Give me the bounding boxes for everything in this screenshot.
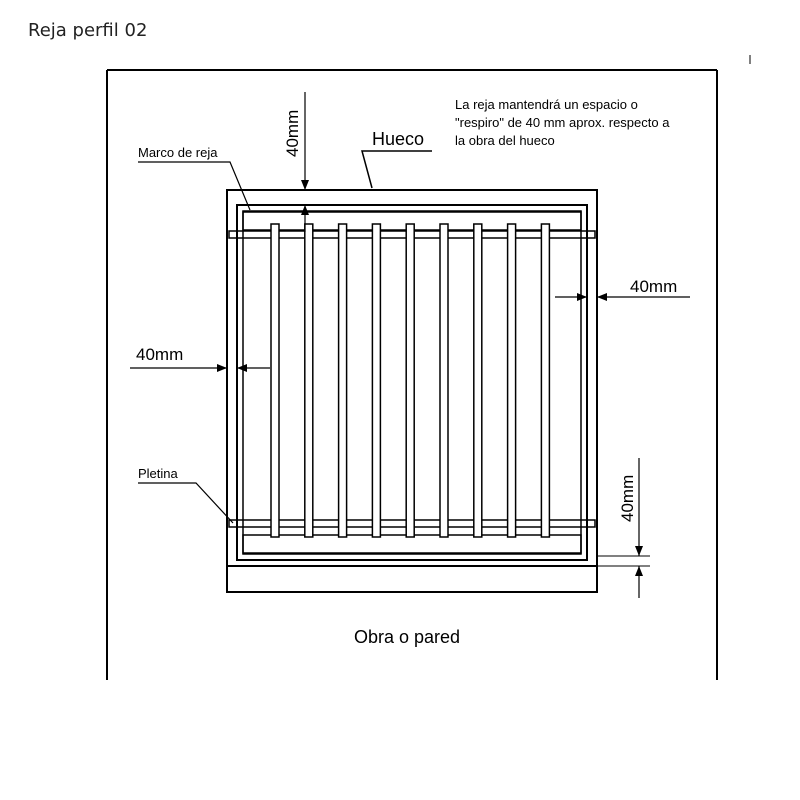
vertical-bar (439, 223, 449, 538)
vertical-bar (506, 223, 517, 538)
vertical-bar (540, 223, 551, 538)
dim-top: 40mm (283, 92, 309, 232)
dim-left-label: 40mm (136, 345, 183, 364)
dim-right: 40mm (555, 277, 690, 301)
vertical-bar (304, 223, 314, 538)
vertical-bar (405, 223, 415, 538)
pletina-leader (138, 482, 234, 524)
dim-top-label: 40mm (283, 110, 302, 157)
note-line-2: "respiro" de 40 mm aprox. respecto a (455, 115, 670, 130)
vertical-bar (337, 223, 348, 538)
marco-leader (138, 161, 251, 211)
pletina-label: Pletina (138, 466, 179, 481)
vertical-bar (371, 223, 382, 538)
note-line-1: La reja mantendrá un espacio o (455, 97, 638, 112)
dim-left: 40mm (130, 345, 270, 372)
opening-hueco (226, 189, 598, 593)
vertical-bar (270, 223, 280, 538)
vertical-bars (270, 223, 551, 538)
wall-outline (106, 55, 751, 680)
hueco-leader (361, 150, 432, 189)
vertical-bar (473, 223, 483, 538)
wall-label: Obra o pared (354, 627, 460, 647)
marco-label: Marco de reja (138, 145, 218, 160)
dim-right-label: 40mm (630, 277, 677, 296)
hueco-label: Hueco (372, 129, 424, 149)
page-title: Reja perfil 02 (28, 20, 148, 41)
note-line-3: la obra del hueco (455, 133, 555, 148)
dim-bottom: 40mm (597, 458, 650, 598)
dim-bottom-label: 40mm (618, 475, 637, 522)
